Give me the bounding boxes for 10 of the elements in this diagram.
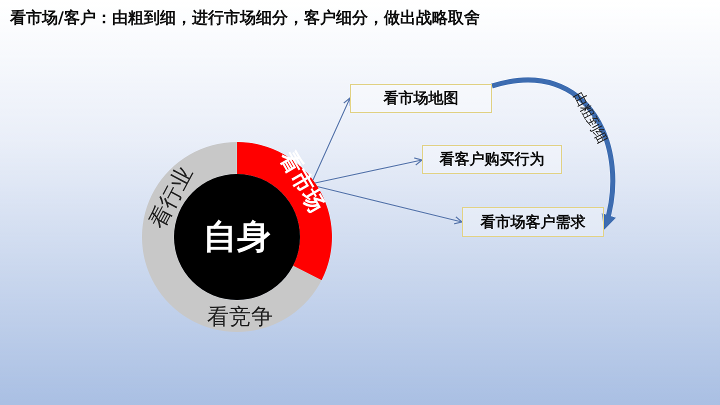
segment-label: 看竞争 (207, 307, 273, 329)
edge-label: 由粗到细 (568, 89, 612, 147)
text-box: 看客户购买行为 (422, 145, 562, 174)
text-box: 看市场客户需求 (462, 207, 604, 237)
ring-segment (142, 142, 332, 332)
curved-arrow (491, 78, 616, 230)
arrow (312, 97, 351, 180)
arrow (314, 157, 423, 184)
title: 看市场/客户：由粗到细，进行市场细分，客户细分，做出战略取舍 (10, 8, 480, 29)
text-box: 看市场地图 (350, 84, 492, 113)
